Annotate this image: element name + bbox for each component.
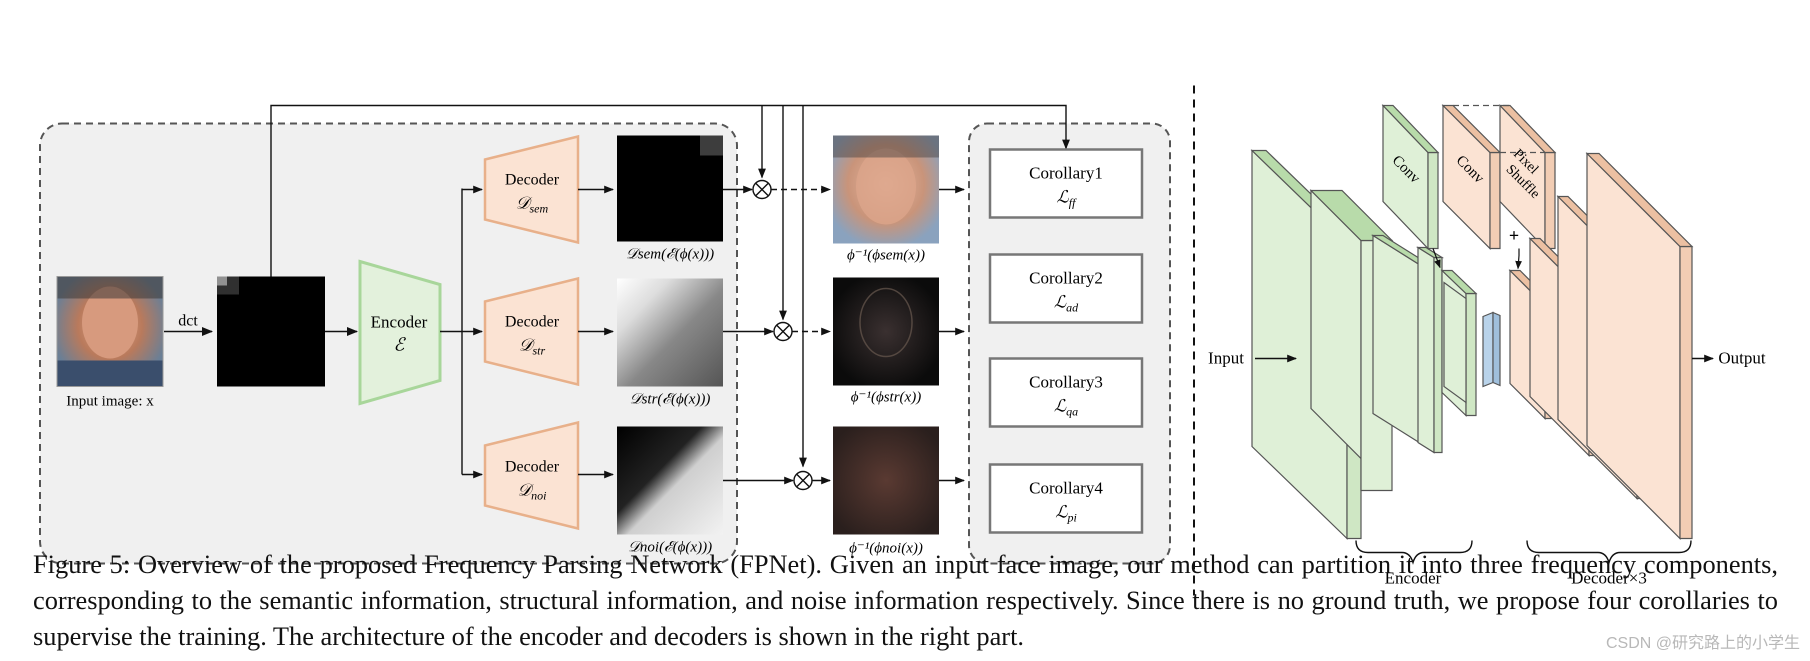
arch-encoder-label: Encoder — [1385, 569, 1442, 588]
str-map-label: 𝒟str(ℰ(ϕ(x))) — [630, 392, 711, 408]
sem-frequency-map — [617, 135, 723, 242]
multiply-node-str — [773, 321, 793, 342]
arch-decoder-label: Decoder×3 — [1571, 569, 1647, 588]
decoder-noi-block — [483, 420, 580, 531]
encoder-brace — [1355, 540, 1473, 565]
corollary1-box — [988, 148, 1144, 219]
dct-map — [217, 276, 325, 387]
encoder-slab-4 — [1415, 246, 1445, 454]
sem-recon-image — [833, 135, 939, 244]
multiply-node-sem — [752, 179, 772, 200]
corollary3-title: Corollary3 — [1029, 373, 1103, 392]
input-face-image — [56, 276, 164, 387]
noi-frequency-map — [617, 426, 723, 535]
str-recon-image — [833, 277, 939, 386]
decoder-noi-symbol: 𝒟noi — [518, 481, 547, 503]
sem-recon-label: ϕ⁻¹(ϕsem(x)) — [847, 248, 925, 264]
encoder-title: Encoder — [371, 313, 428, 332]
multiply-node-noi — [793, 470, 813, 491]
noi-recon-label: ϕ⁻¹(ϕnoi(x)) — [849, 541, 923, 557]
corollary2-title: Corollary2 — [1029, 269, 1103, 288]
conv1-block — [1381, 104, 1440, 250]
input-image-label: Input image: x — [66, 394, 154, 410]
sem-map-label: 𝒟sem(ℰ(ϕ(x))) — [626, 247, 714, 263]
corollary3-box — [988, 357, 1144, 428]
corollary1-symbol: ℒff — [1057, 188, 1078, 210]
decoder-str-block — [483, 276, 580, 387]
corollary4-symbol: ℒpi — [1055, 503, 1077, 525]
encoder-block — [358, 259, 442, 406]
decoder-str-title: Decoder — [505, 314, 560, 331]
decoder-sem-block — [483, 134, 580, 245]
plus-symbol: + — [1509, 226, 1519, 246]
corollary4-box — [988, 463, 1144, 534]
corollary1-title: Corollary1 — [1029, 164, 1103, 183]
decoder-noi-title: Decoder — [505, 459, 560, 476]
str-frequency-map — [617, 278, 723, 387]
encoder-slab-6 — [1443, 281, 1467, 404]
figure-caption: Figure 5: Overview of the proposed Frequ… — [33, 549, 1778, 651]
encoder-symbol: ℰ — [394, 335, 407, 355]
noi-recon-image — [833, 426, 939, 535]
corollary4-title: Corollary4 — [1029, 479, 1103, 498]
arch-input-label: Input — [1208, 349, 1244, 368]
decoder-brace — [1526, 540, 1692, 565]
str-recon-label: ϕ⁻¹(ϕstr(x)) — [851, 390, 921, 406]
corollary-dashed-panel — [968, 122, 1171, 565]
noi-map-label: 𝒟noi(ℰ(ϕ(x))) — [628, 540, 712, 556]
decoder-slab-4 — [1585, 152, 1694, 540]
arch-output-label: Output — [1718, 349, 1766, 368]
bottleneck-block — [1482, 311, 1501, 388]
corollary2-symbol: ℒad — [1054, 293, 1079, 315]
dct-label: dct — [178, 313, 198, 330]
decoder-sem-title: Decoder — [505, 172, 560, 189]
decoder-str-symbol: 𝒟str — [519, 336, 546, 358]
conv2-block — [1441, 104, 1502, 250]
decoder-sem-symbol: 𝒟sem — [516, 194, 549, 216]
corollary3-symbol: ℒqa — [1054, 397, 1078, 419]
corollary2-box — [988, 253, 1144, 324]
csdn-watermark: CSDN @研究路上的小学生 — [1605, 635, 1800, 652]
